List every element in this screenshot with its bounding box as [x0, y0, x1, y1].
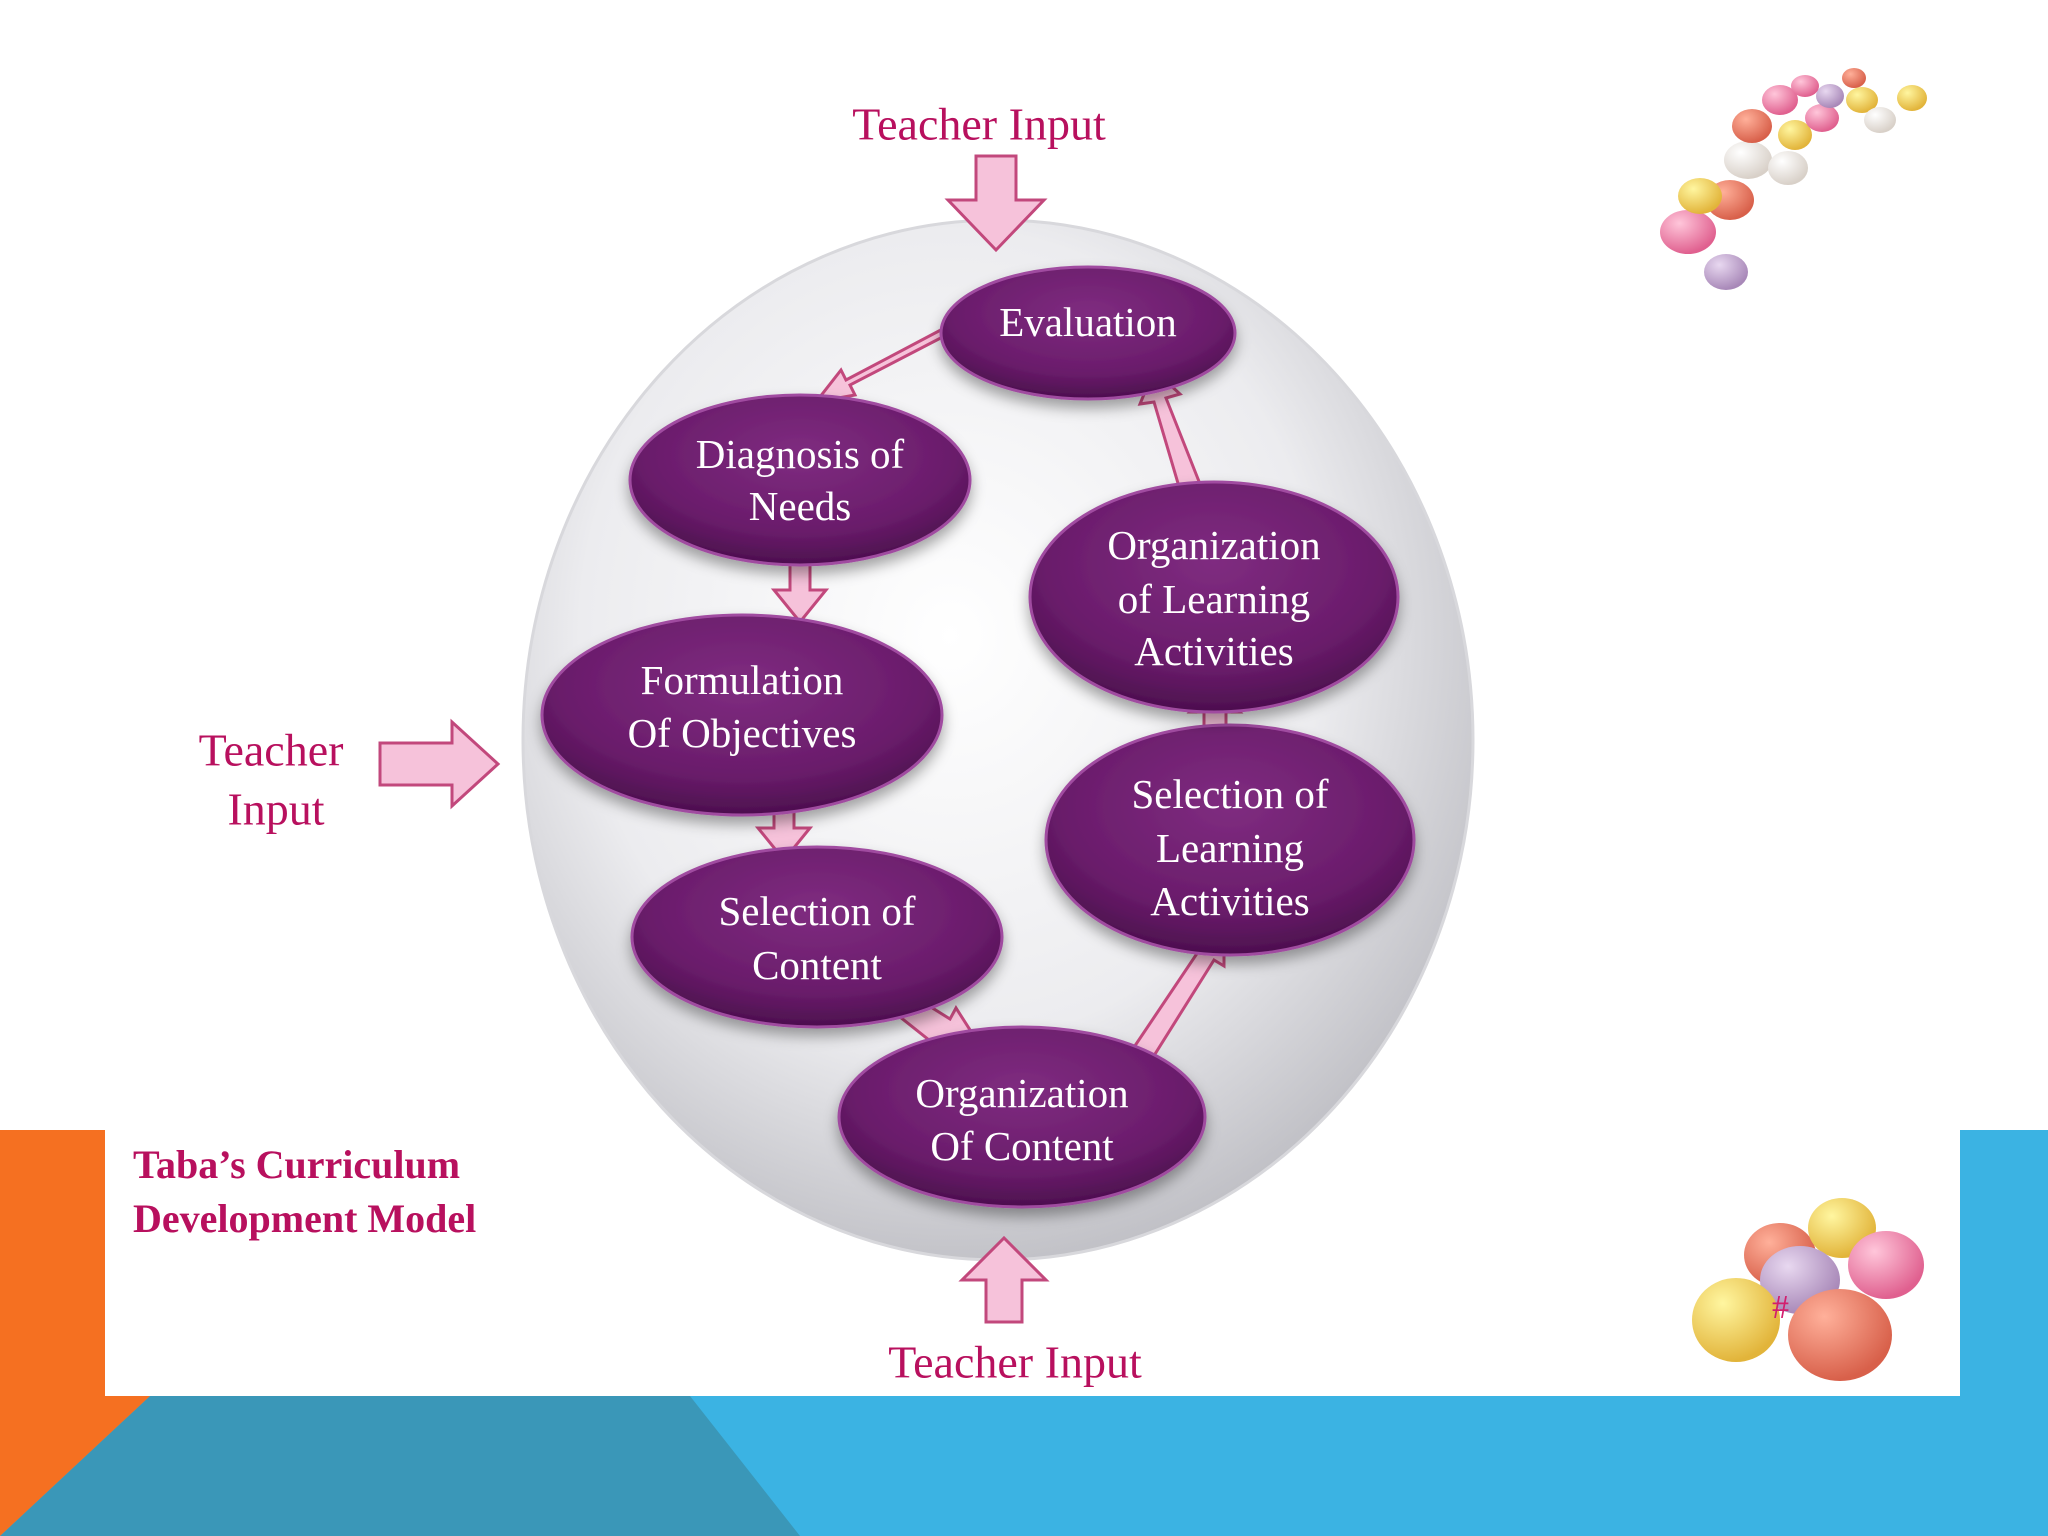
node-formulation-label-line2: Of Objectives — [628, 710, 857, 756]
node-selection-activities-label-line1: Selection of — [1132, 771, 1329, 817]
teal-footer-shape — [0, 1396, 800, 1536]
teacher-input-left-label-line1: Teacher — [199, 725, 344, 776]
slide-title-line1: Taba’s Curriculum — [133, 1142, 460, 1187]
candy-eggs-top-image — [1660, 68, 1927, 290]
node-diagnosis: Diagnosis of Needs — [628, 393, 972, 567]
node-formulation: Formulation Of Objectives — [540, 613, 944, 817]
node-organization-content-label-line2: Of Content — [930, 1123, 1114, 1169]
node-selection-activities-label-line3: Activities — [1150, 878, 1309, 924]
candy-eggs-bottom-image — [1692, 1198, 1924, 1381]
left-input-arrow — [378, 718, 501, 810]
arrow-evaluation-to-diagnosis — [812, 321, 961, 405]
node-evaluation-label: Evaluation — [999, 299, 1177, 345]
teacher-input-top-label: Teacher Input — [852, 99, 1106, 150]
slide-title-line2: Development Model — [133, 1196, 476, 1241]
slide-number: # — [1772, 1289, 1789, 1326]
node-formulation-label-line1: Formulation — [641, 657, 844, 703]
node-organization-activities-label-line3: Activities — [1134, 628, 1293, 674]
node-organization-content-label-line1: Organization — [915, 1070, 1128, 1116]
process-nodes: Evaluation Diagnosis of Needs Formulatio… — [540, 265, 1416, 1209]
blue-band — [1960, 1130, 2048, 1400]
node-organization-activities: Organization of Learning Activities — [1028, 480, 1400, 714]
node-selection-activities-label-line2: Learning — [1156, 825, 1304, 871]
orange-corner-shape — [0, 1396, 150, 1536]
node-selection-content-label-line1: Selection of — [719, 888, 916, 934]
node-evaluation: Evaluation — [939, 265, 1237, 401]
node-selection-activities: Selection of Learning Activities — [1044, 723, 1416, 957]
node-selection-content: Selection of Content — [630, 845, 1004, 1029]
node-selection-content-label-line2: Content — [752, 942, 882, 988]
teacher-input-bottom-label: Teacher Input — [888, 1337, 1142, 1388]
node-diagnosis-label-line1: Diagnosis of — [696, 431, 905, 477]
teacher-input-left-label-line2: Input — [227, 784, 324, 835]
bottom-input-arrow — [958, 1235, 1050, 1324]
node-diagnosis-label-line2: Needs — [749, 483, 851, 529]
node-organization-activities-label-line1: Organization — [1107, 522, 1320, 568]
node-organization-content: Organization Of Content — [837, 1025, 1207, 1209]
node-organization-activities-label-line2: of Learning — [1118, 576, 1310, 622]
top-input-arrow — [944, 154, 1048, 253]
